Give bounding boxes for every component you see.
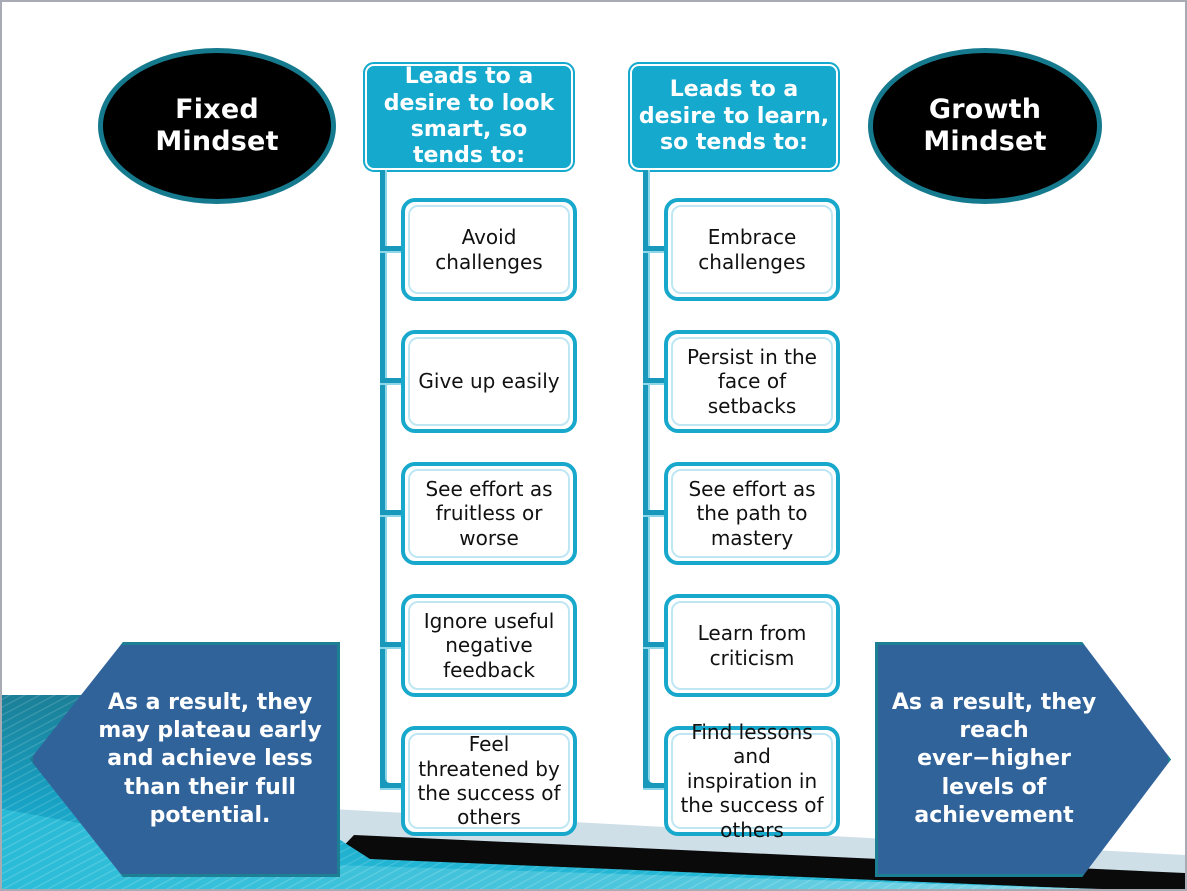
growth-connector-stub-2 xyxy=(643,378,667,385)
fixed-item-2: Give up easily xyxy=(401,330,577,433)
growth-item-1-text: Embrace challenges xyxy=(671,205,833,294)
growth-connector-stub-4 xyxy=(643,642,667,649)
fixed-connector-stub-3 xyxy=(380,510,404,517)
fixed-result-banner: As a result, they may plateau early and … xyxy=(30,642,340,877)
fixed-mindset-label-line2: Mindset xyxy=(155,126,279,157)
fixed-item-4: Ignore useful negative feedback xyxy=(401,594,577,697)
fixed-connector-trunk xyxy=(380,170,387,788)
growth-item-2: Persist in the face of setbacks xyxy=(664,330,840,433)
growth-column-header-text: Leads to a desire to learn, so tends to: xyxy=(638,77,830,156)
fixed-item-3: See effort as fruitless or worse xyxy=(401,462,577,565)
growth-item-5: Find lessons and inspiration in the succ… xyxy=(664,720,840,842)
growth-item-1: Embrace challenges xyxy=(664,198,840,301)
fixed-connector-stub-2 xyxy=(380,378,404,385)
fixed-connector-stub-4 xyxy=(380,642,404,649)
fixed-mindset-label-line1: Fixed xyxy=(175,94,259,126)
growth-connector-stub-3 xyxy=(643,510,667,517)
growth-item-2-text: Persist in the face of setbacks xyxy=(671,337,833,426)
growth-mindset-label-line2: Mindset xyxy=(923,126,1047,157)
growth-connector-stub-5 xyxy=(643,783,667,790)
fixed-connector-stub-1 xyxy=(380,246,404,253)
growth-mindset-label-line1: Growth xyxy=(928,94,1042,126)
growth-item-3: See effort as the path to mastery xyxy=(664,462,840,565)
growth-result-banner-text: As a result, they reach ever−higher leve… xyxy=(891,690,1097,828)
fixed-column-header-text: Leads to a desire to look smart, so tend… xyxy=(383,64,555,169)
growth-item-4-text: Learn from criticism xyxy=(671,601,833,690)
fixed-connector-stub-5 xyxy=(380,783,404,790)
fixed-item-3-text: See effort as fruitless or worse xyxy=(408,469,570,558)
fixed-item-5-text: Feel threatened by the success of others xyxy=(408,732,570,829)
fixed-item-2-text: Give up easily xyxy=(408,337,570,426)
growth-mindset-ellipse: Growth Mindset xyxy=(868,48,1102,204)
fixed-result-banner-text: As a result, they may plateau early and … xyxy=(98,690,322,828)
growth-item-3-text: See effort as the path to mastery xyxy=(671,469,833,558)
growth-connector-trunk xyxy=(643,170,650,788)
fixed-column-header: Leads to a desire to look smart, so tend… xyxy=(363,62,575,172)
growth-connector-stub-1 xyxy=(643,246,667,253)
fixed-item-5: Feel threatened by the success of others xyxy=(401,726,577,836)
fixed-mindset-ellipse: Fixed Mindset xyxy=(98,48,336,204)
growth-result-banner: As a result, they reach ever−higher leve… xyxy=(875,642,1171,877)
growth-item-5-text: Find lessons and inspiration in the succ… xyxy=(671,720,833,842)
growth-item-4: Learn from criticism xyxy=(664,594,840,697)
fixed-item-4-text: Ignore useful negative feedback xyxy=(408,601,570,690)
fixed-item-1-text: Avoid challenges xyxy=(408,205,570,294)
growth-column-header: Leads to a desire to learn, so tends to: xyxy=(628,62,840,172)
fixed-item-1: Avoid challenges xyxy=(401,198,577,301)
